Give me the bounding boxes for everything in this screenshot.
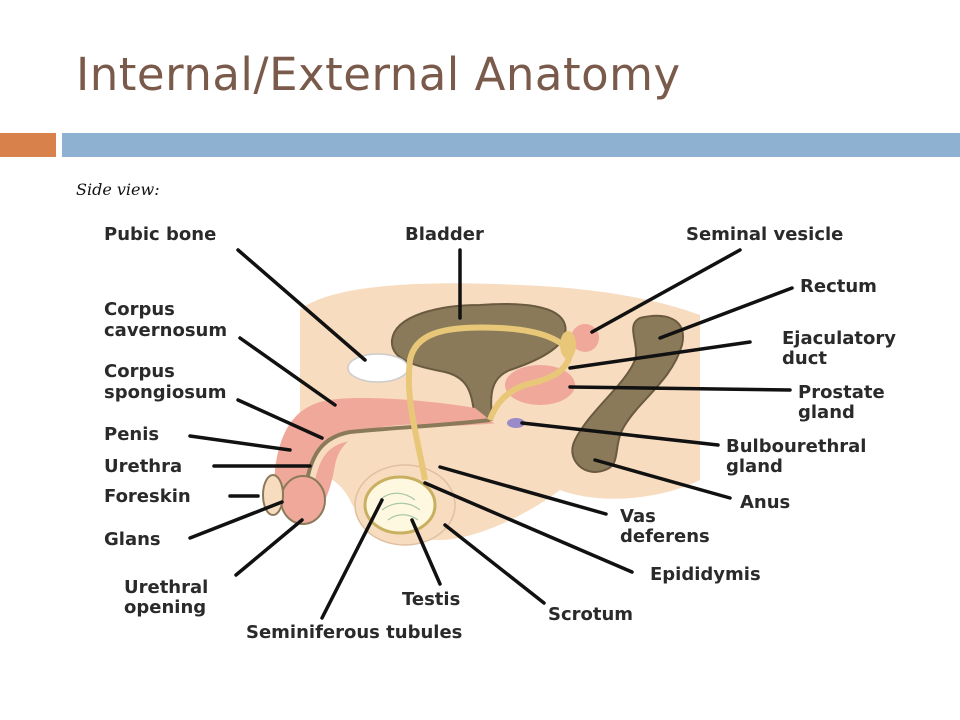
label-urethral-opening-line2: opening (124, 597, 206, 618)
label-prostate-gland-line2: gland (798, 402, 855, 423)
vas-deferens-shape (405, 324, 574, 481)
label-rectum: Rectum (800, 276, 877, 297)
leader-ejaculatory-duct (568, 340, 752, 370)
label-urethra: Urethra (104, 456, 182, 477)
leader-bulbourethral-gland (520, 421, 720, 447)
label-pubic-bone: Pubic bone (104, 224, 216, 245)
penis-shaft (274, 397, 500, 520)
label-scrotum: Scrotum (548, 604, 633, 625)
label-ejaculatory-duct-line2: duct (782, 348, 827, 369)
label-vas-deferens-line1: Vas (620, 506, 656, 527)
leader-prostate-gland (568, 385, 792, 392)
label-urethral-opening-line1: Urethral (124, 577, 208, 598)
bulbourethral-gland-shape (507, 418, 525, 428)
leader-scrotum (443, 523, 546, 605)
label-foreskin: Foreskin (104, 486, 191, 507)
label-prostate-gland-line1: Prostate (798, 382, 885, 403)
pubic-bone-shape (347, 353, 409, 383)
slide-title: Internal/External Anatomy (76, 48, 681, 101)
label-corpus-spongiosum-line2: spongiosum (104, 382, 226, 403)
label-epididymis: Epididymis (650, 564, 761, 585)
leader-seminal-vesicle (590, 248, 742, 334)
leader-glans (188, 500, 284, 540)
prostate-shape (505, 365, 575, 405)
leader-urethral-opening (234, 518, 304, 577)
label-seminal-vesicle: Seminal vesicle (686, 224, 843, 245)
leader-corpus-cavernosum (238, 336, 337, 407)
leader-corpus-spongiosum (236, 398, 324, 440)
label-bulbourethral-gland-line1: Bulbourethral (726, 436, 866, 457)
label-corpus-spongiosum-line1: Corpus (104, 361, 175, 382)
glans-shape (280, 475, 326, 525)
leader-seminiferous-tubules (320, 498, 384, 620)
accent-bar-blue (62, 133, 960, 157)
leader-rectum (658, 286, 794, 340)
label-anus: Anus (740, 492, 790, 513)
leader-pubic-bone (236, 248, 367, 362)
slide-subtitle: Side view: (76, 180, 160, 199)
leader-testis (410, 518, 442, 586)
testis-shape (363, 475, 437, 535)
label-vas-deferens-line2: deferens (620, 526, 710, 547)
leader-penis (188, 434, 292, 452)
label-testis: Testis (402, 589, 460, 610)
label-penis: Penis (104, 424, 159, 445)
label-ejaculatory-duct-line1: Ejaculatory (782, 328, 896, 349)
label-seminiferous-tubules: Seminiferous tubules (246, 622, 462, 643)
label-bladder: Bladder (405, 224, 484, 245)
leader-epididymis (423, 481, 634, 574)
accent-bar-orange (0, 133, 56, 157)
label-corpus-cavernosum-line1: Corpus (104, 299, 175, 320)
label-bulbourethral-gland-line2: gland (726, 456, 783, 477)
label-glans: Glans (104, 529, 161, 550)
label-corpus-cavernosum-line2: cavernosum (104, 320, 227, 341)
leader-vas-deferens (438, 465, 608, 516)
seminiferous-tubules-lines (379, 492, 421, 521)
leader-anus (593, 458, 732, 500)
